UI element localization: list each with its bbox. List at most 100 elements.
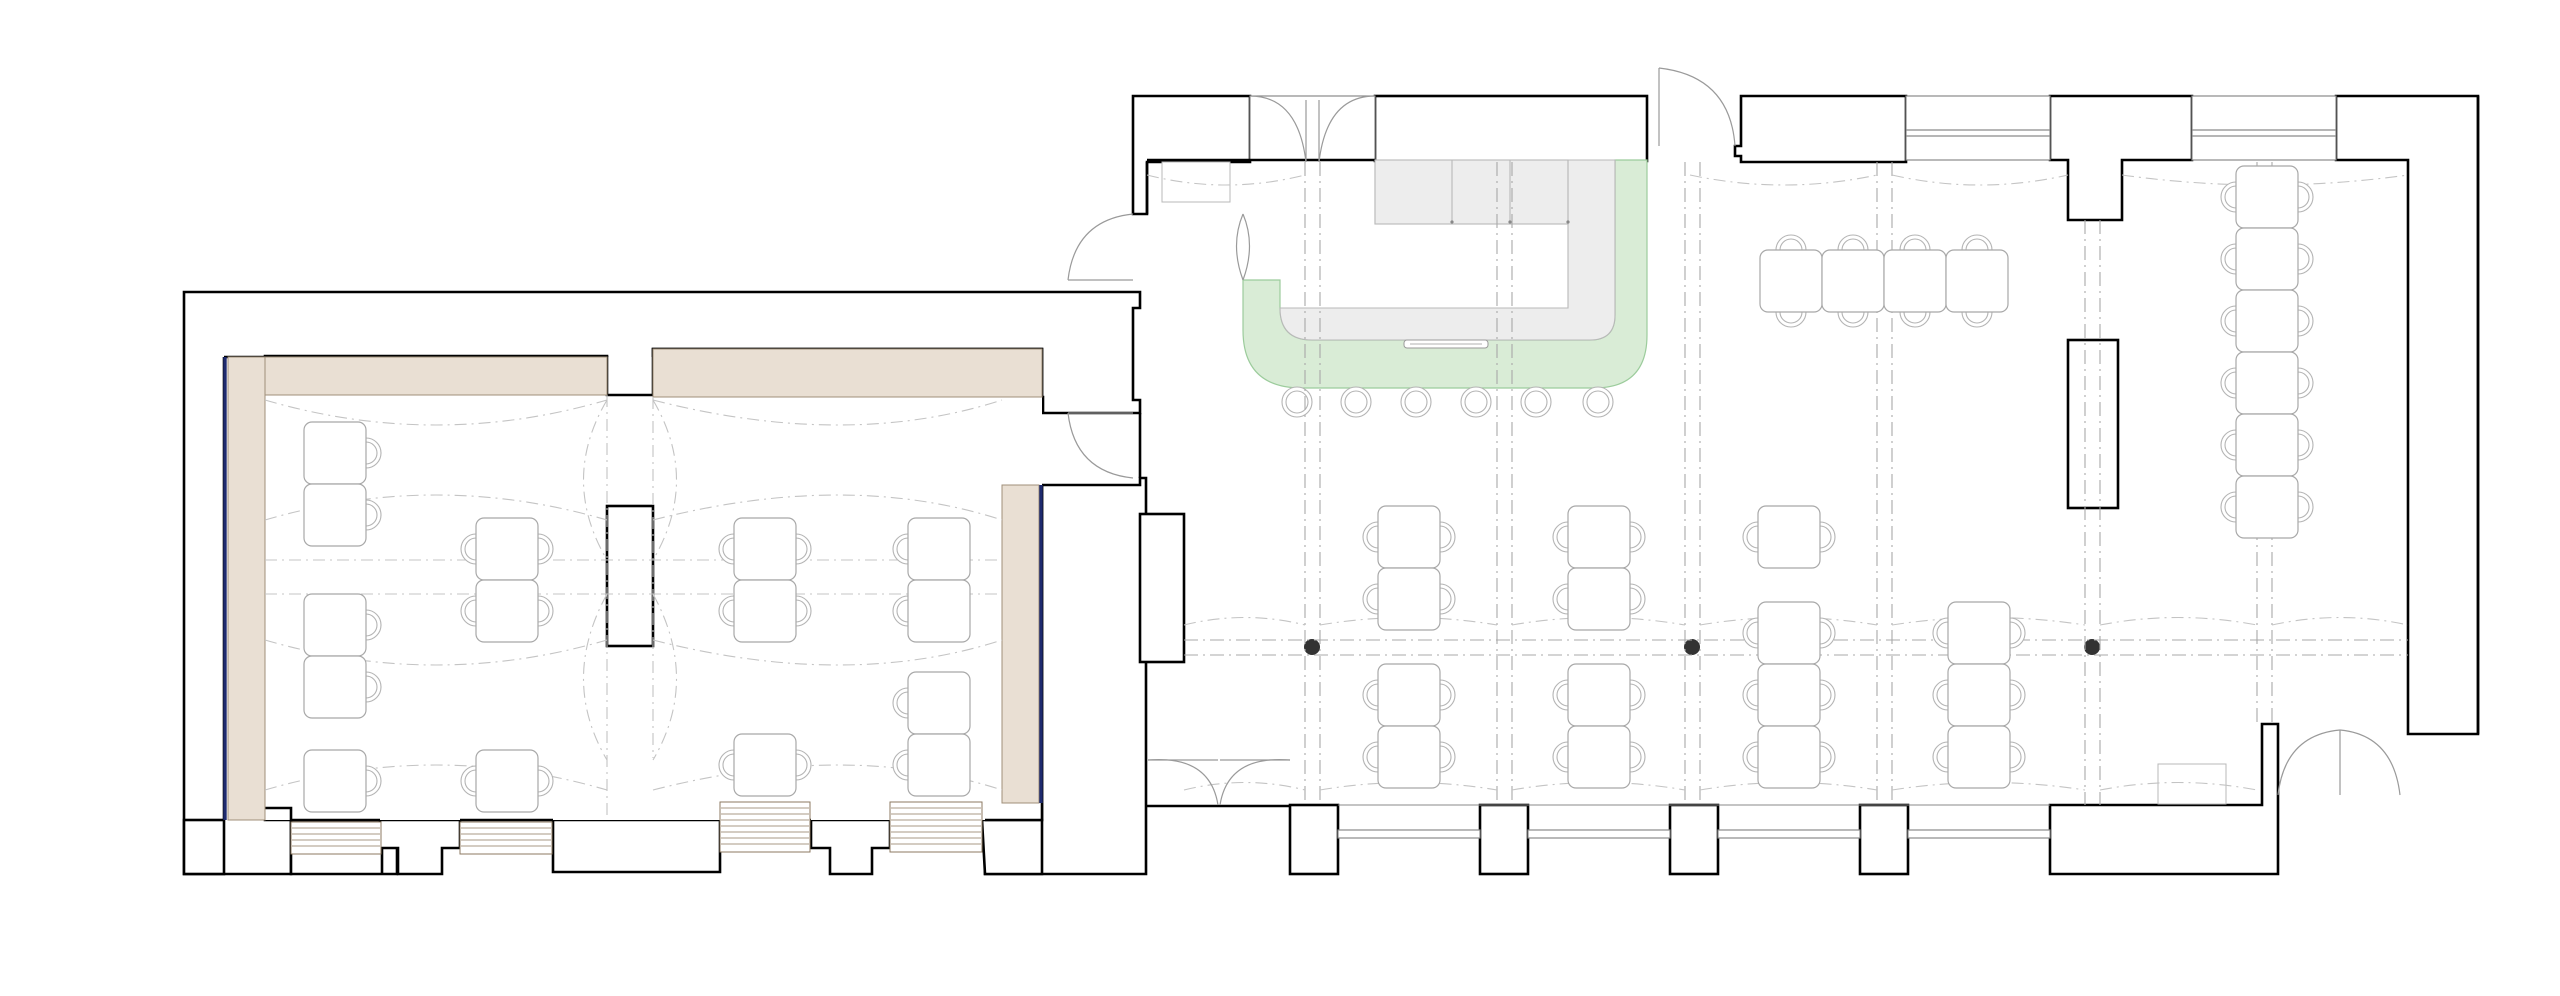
chair bbox=[1362, 583, 1379, 615]
bar-stool bbox=[1582, 386, 1614, 418]
dining-table[interactable] bbox=[1821, 234, 1885, 328]
dining-table[interactable] bbox=[2220, 227, 2314, 291]
left-room-tables bbox=[303, 421, 971, 813]
dining-table[interactable] bbox=[1932, 601, 2026, 665]
dining-table[interactable] bbox=[2220, 413, 2314, 477]
bar-stool bbox=[1520, 386, 1552, 418]
chair bbox=[365, 499, 382, 531]
dining-table[interactable] bbox=[2220, 165, 2314, 229]
chair bbox=[795, 595, 812, 627]
dining-table[interactable] bbox=[1552, 567, 1646, 631]
bar-stools bbox=[1281, 386, 1614, 418]
door-west-lower[interactable] bbox=[1067, 412, 1134, 479]
dining-table[interactable] bbox=[460, 579, 554, 643]
dining-table[interactable] bbox=[892, 671, 971, 735]
dining-table[interactable] bbox=[892, 733, 971, 797]
chair bbox=[365, 765, 382, 797]
chair bbox=[2009, 741, 2026, 773]
dining-table[interactable] bbox=[1362, 567, 1456, 631]
chair bbox=[1819, 617, 1836, 649]
dining-table[interactable] bbox=[1742, 601, 1836, 665]
dining-table[interactable] bbox=[1362, 725, 1456, 789]
dining-table[interactable] bbox=[1742, 505, 1836, 569]
dining-table[interactable] bbox=[1883, 234, 1947, 328]
bar-stool bbox=[1460, 386, 1492, 418]
dining-table[interactable] bbox=[1742, 725, 1836, 789]
bench-north-east bbox=[652, 348, 1043, 398]
chair bbox=[1742, 679, 1759, 711]
dining-table[interactable] bbox=[1552, 725, 1646, 789]
dining-table[interactable] bbox=[1932, 725, 2026, 789]
door-north-bar[interactable] bbox=[1658, 67, 1736, 147]
chair bbox=[892, 533, 909, 565]
dining-table[interactable] bbox=[303, 483, 382, 547]
west-wall-recess bbox=[1161, 161, 1231, 203]
entrance-double-door-east[interactable] bbox=[2277, 729, 2401, 796]
chair bbox=[1629, 521, 1646, 553]
dining-table[interactable] bbox=[1552, 663, 1646, 727]
chair bbox=[365, 671, 382, 703]
entrance-double-door-south[interactable] bbox=[1147, 758, 1291, 806]
left-room-vault-lines bbox=[264, 395, 1003, 820]
chair bbox=[2220, 491, 2237, 523]
north-wall-segment-4 bbox=[2048, 94, 2194, 222]
chair bbox=[2297, 429, 2314, 461]
doors bbox=[1067, 67, 2401, 806]
dining-table[interactable] bbox=[892, 579, 971, 643]
chair bbox=[1552, 583, 1569, 615]
chair bbox=[1819, 679, 1836, 711]
dining-table[interactable] bbox=[303, 655, 382, 719]
chair bbox=[365, 609, 382, 641]
chair bbox=[718, 749, 735, 781]
left-room-south-wall-base bbox=[266, 820, 986, 821]
chair bbox=[460, 765, 477, 797]
north-east-wall bbox=[2334, 94, 2480, 736]
dining-table[interactable] bbox=[1759, 234, 1823, 328]
bench-east bbox=[1001, 484, 1040, 804]
chair bbox=[1932, 679, 1949, 711]
bench-west bbox=[227, 356, 266, 821]
dining-table[interactable] bbox=[718, 579, 812, 643]
chair bbox=[1819, 521, 1836, 553]
chair bbox=[1629, 583, 1646, 615]
dining-table[interactable] bbox=[1932, 663, 2026, 727]
dining-table[interactable] bbox=[1552, 505, 1646, 569]
hall-pillar bbox=[2066, 338, 2120, 510]
chair bbox=[537, 765, 554, 797]
dining-table[interactable] bbox=[2220, 351, 2314, 415]
chair bbox=[1552, 741, 1569, 773]
bar-stool bbox=[1400, 386, 1432, 418]
door-west-upper[interactable] bbox=[1067, 213, 1134, 281]
chair bbox=[1629, 741, 1646, 773]
dining-table[interactable] bbox=[460, 517, 554, 581]
radiator-2 bbox=[459, 821, 553, 855]
dining-table[interactable] bbox=[303, 421, 382, 485]
radiator-3 bbox=[719, 801, 811, 853]
chair bbox=[2297, 305, 2314, 337]
west-wall-window-frame bbox=[1138, 512, 1186, 664]
dining-table[interactable] bbox=[303, 593, 382, 657]
dining-table[interactable] bbox=[718, 733, 812, 797]
dining-table[interactable] bbox=[1362, 663, 1456, 727]
dining-table[interactable] bbox=[2220, 475, 2314, 539]
main-hall bbox=[1131, 94, 2480, 876]
chair bbox=[537, 595, 554, 627]
entrance-double-door-north[interactable] bbox=[1249, 95, 1376, 163]
chair bbox=[2220, 305, 2237, 337]
dining-table[interactable] bbox=[1362, 505, 1456, 569]
chair bbox=[795, 533, 812, 565]
door-bar-side[interactable] bbox=[1235, 213, 1251, 281]
dining-table[interactable] bbox=[460, 749, 554, 813]
chair bbox=[892, 687, 909, 719]
chair bbox=[1742, 741, 1759, 773]
dining-table[interactable] bbox=[1945, 234, 2009, 328]
dining-table[interactable] bbox=[1742, 663, 1836, 727]
dining-table[interactable] bbox=[2220, 289, 2314, 353]
chair bbox=[1552, 679, 1569, 711]
chair bbox=[892, 595, 909, 627]
dining-table[interactable] bbox=[303, 749, 382, 813]
chair bbox=[365, 437, 382, 469]
chair bbox=[1837, 311, 1869, 328]
structural-column-2 bbox=[1684, 639, 1700, 655]
chair bbox=[1932, 617, 1949, 649]
